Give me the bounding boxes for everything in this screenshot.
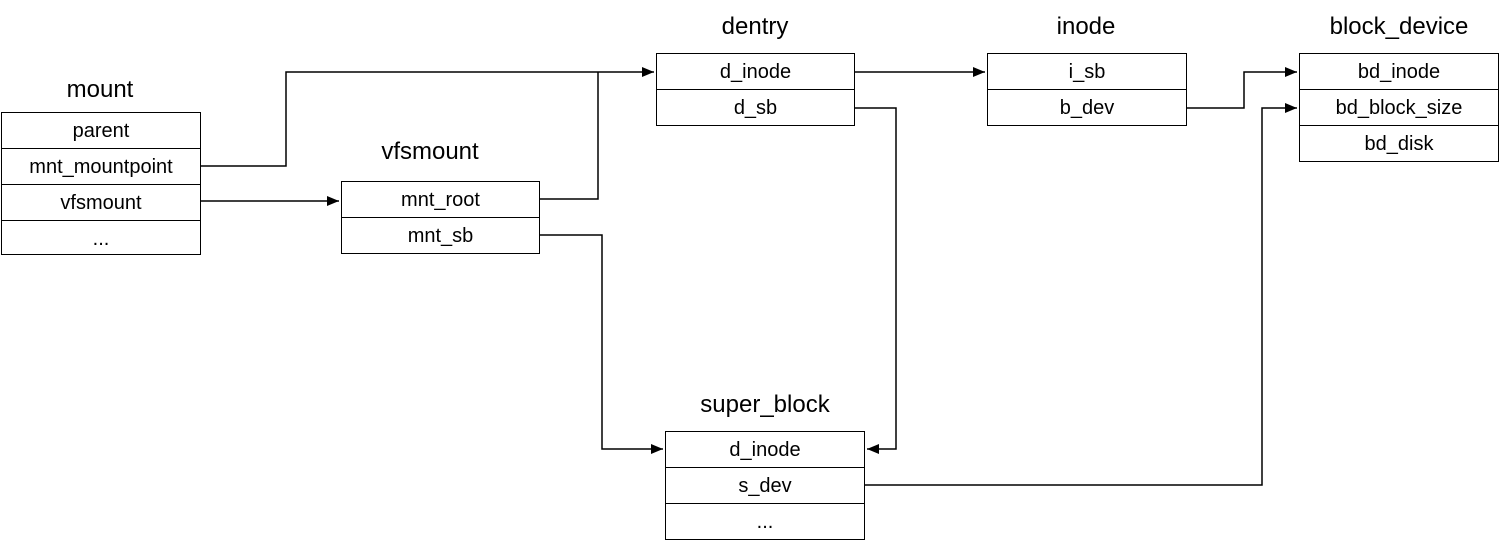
vfsmount-title: vfsmount <box>381 138 479 165</box>
vfsmount-field-mnt-sb: mnt_sb <box>407 225 474 247</box>
super-block-field-ellipsis: ... <box>756 511 774 533</box>
link-mnt-mountpoint-to-dentry <box>201 67 654 167</box>
dentry-field-d-inode: d_inode <box>657 54 854 90</box>
dentry-field-d-sb: d_sb <box>733 97 778 119</box>
mount-title: mount <box>66 76 134 103</box>
link-s-dev-to-block-device <box>865 103 1297 486</box>
vfsmount-struct: mnt_root mnt_sb <box>341 181 540 254</box>
block-device-field-bd-inode: bd_inode <box>1300 54 1498 90</box>
super-block-struct: d_inode s_dev ... <box>665 431 865 540</box>
block-device-title: block_device <box>1329 13 1469 40</box>
mount-struct: parent mnt_mountpoint vfsmount ... <box>1 112 201 255</box>
mount-field-ellipsis: ... <box>92 228 110 250</box>
super-block-field-d-inode: d_inode <box>666 432 864 468</box>
inode-struct: i_sb b_dev <box>987 53 1187 126</box>
dentry-title: dentry <box>721 13 789 40</box>
mount-field-vfsmount: vfsmount <box>2 185 200 221</box>
mount-field-parent: parent <box>2 113 200 149</box>
dentry-struct: d_inode d_sb <box>656 53 855 126</box>
vfsmount-field-mnt-root: mnt_root <box>342 182 539 218</box>
block-device-field-bd-disk: bd_disk <box>1364 133 1434 155</box>
link-mnt-sb-to-super-block <box>540 234 663 454</box>
link-mnt-root-to-dentry <box>540 72 599 200</box>
inode-field-i-sb: i_sb <box>988 54 1186 90</box>
inode-field-b-dev: b_dev <box>1059 97 1115 119</box>
block-device-struct: bd_inode bd_block_size bd_disk <box>1299 53 1499 162</box>
inode-title: inode <box>1056 13 1116 40</box>
mount-field-mnt-mountpoint: mnt_mountpoint <box>2 149 200 185</box>
link-d-sb-to-super-block <box>855 107 897 454</box>
link-b-dev-to-block-device <box>1187 67 1297 109</box>
super-block-field-s-dev: s_dev <box>666 468 864 504</box>
block-device-field-bd-block-size: bd_block_size <box>1300 90 1498 126</box>
super-block-title: super_block <box>700 391 830 418</box>
